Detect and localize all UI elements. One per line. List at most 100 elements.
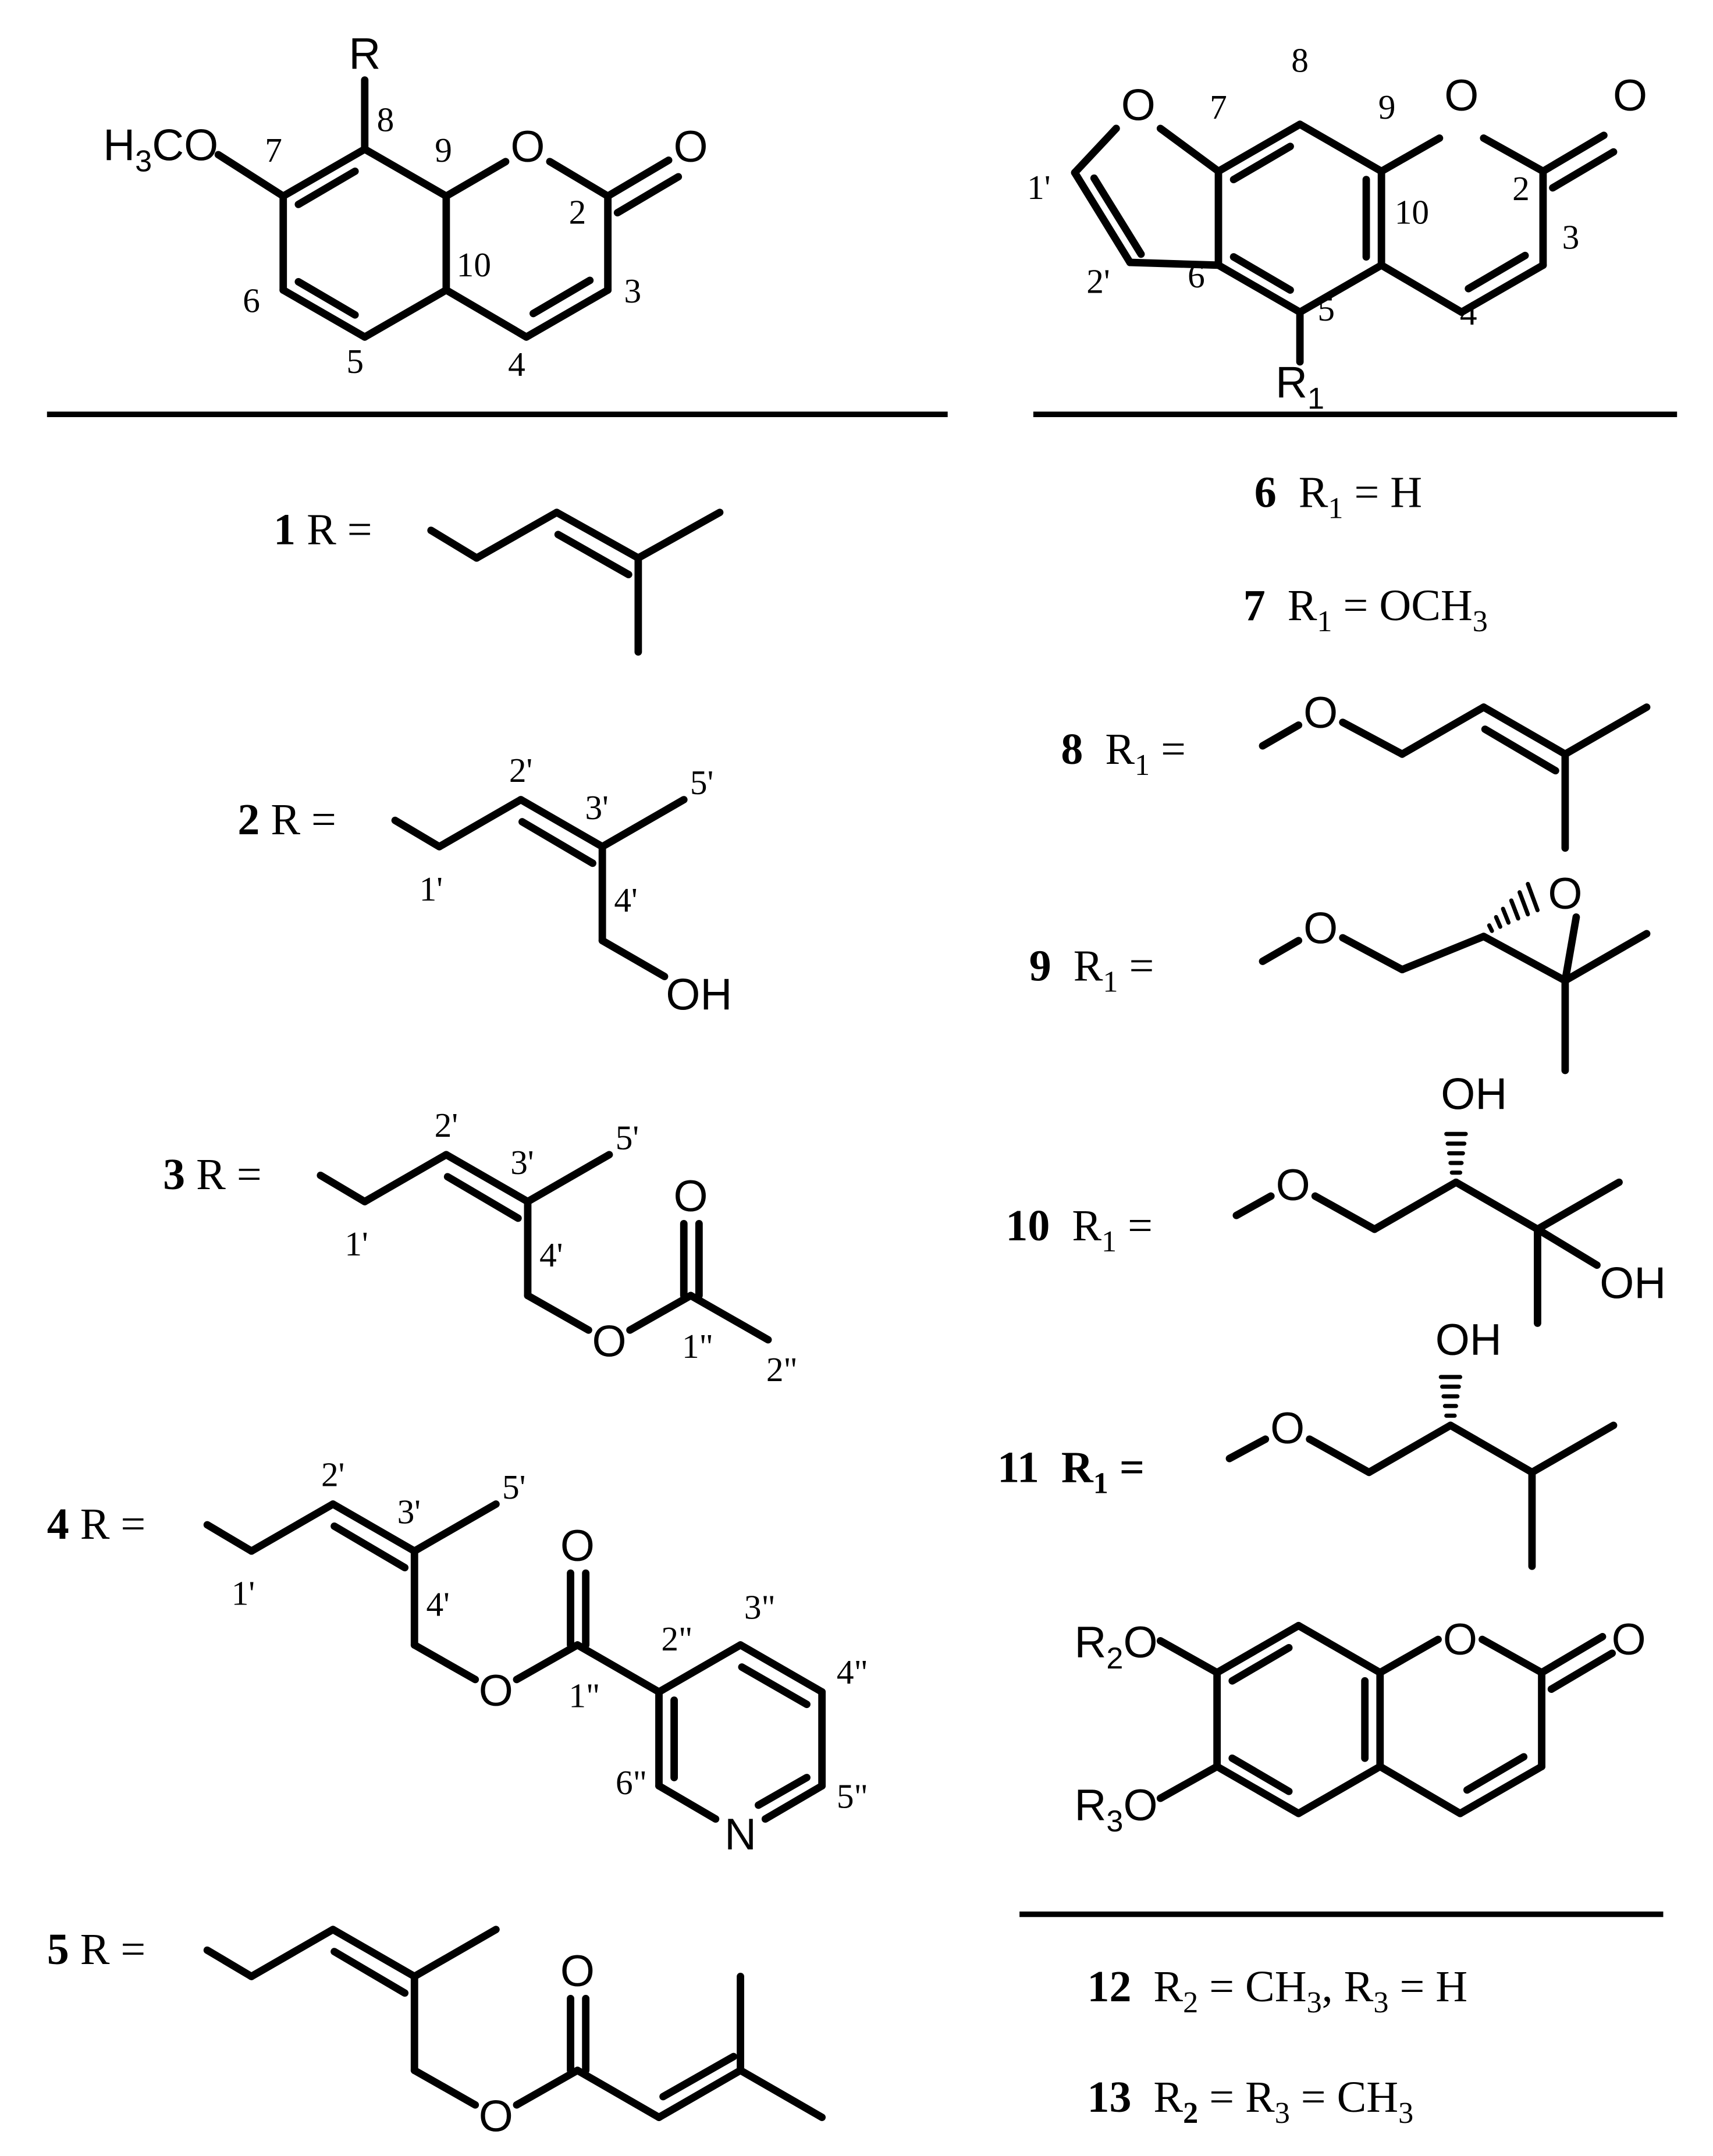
prenyloxy-chain: [1259, 703, 1651, 852]
carbonyl-oxygen-label: O: [1613, 71, 1647, 120]
carbonyl-oxygen-label: O: [674, 122, 708, 172]
locant: 2": [661, 1620, 692, 1658]
locant: 6: [243, 282, 260, 320]
hydroxy-isopentyl-chain: [1225, 1421, 1618, 1570]
locant: 3: [1562, 218, 1580, 256]
compound-label: 12 R2 = CH3, R3 = H: [1087, 1962, 1467, 2019]
locant: 2': [435, 1106, 458, 1144]
locant: 1': [344, 1225, 368, 1263]
epoxide-oxygen-label: O: [1548, 869, 1582, 919]
carbonyl-oxygen-label: O: [560, 1521, 595, 1571]
substituent-r-label: R: [349, 30, 381, 79]
scaffold-c-bonds: [1156, 1621, 1616, 1817]
hydroxyl-label: OH: [1441, 1069, 1507, 1119]
hydroxy-prenyl-chain: [391, 796, 688, 980]
locant: 5': [616, 1118, 639, 1157]
locant: 3: [624, 272, 642, 310]
carbonyl-oxygen-label: O: [1612, 1615, 1646, 1664]
locant: 2": [766, 1350, 798, 1389]
locant: 1': [1027, 168, 1050, 207]
locant: 7: [1210, 88, 1227, 126]
locant: 1': [420, 870, 443, 908]
locant: 2: [1512, 169, 1530, 208]
ether-oxygen-label: O: [1276, 1161, 1310, 1210]
locant: 2: [569, 193, 587, 232]
scaffold-a-coumarin: R H3CO O O 7 8 9 2 10 3 6 5 4: [103, 30, 708, 383]
locant: 4: [508, 345, 525, 383]
pyridine-ring: [655, 1641, 826, 1823]
locant: 2': [321, 1456, 344, 1494]
locant: 3': [585, 788, 608, 827]
compound-7: 7 R1 = OCH3: [1243, 581, 1488, 638]
methoxy-label: H3CO: [103, 120, 218, 178]
locant: 1': [232, 1574, 255, 1613]
locant: 5": [837, 1777, 868, 1816]
ring-oxygen-label: O: [510, 122, 545, 172]
hydroxyl-label: OH: [1435, 1315, 1502, 1365]
compound-1: 1 R =: [273, 505, 724, 656]
compound-label: 7 R1 = OCH3: [1243, 581, 1488, 638]
compound-10: 10 R1 = O OH OH: [1005, 1069, 1666, 1327]
ester-oxygen-label: O: [592, 1317, 626, 1366]
hydroxyl-label: OH: [666, 970, 732, 1019]
scaffold-b-locants: 8 7 9 2 1' 10 3 2' 6 5 4: [1027, 41, 1579, 332]
compound-12: 12 R2 = CH3, R3 = H: [1087, 1962, 1467, 2019]
compound-5: 5 R = O O: [47, 1925, 826, 2141]
scaffold-c-coumarin: R2O R3O O O: [1075, 1615, 1646, 1838]
compound-label: 10 R1 =: [1005, 1201, 1153, 1258]
locant: 4': [426, 1585, 449, 1624]
scaffold-a-bonds: [214, 76, 683, 341]
compound-label: 6 R1 = H: [1254, 468, 1422, 525]
diol-chain: [1232, 1178, 1623, 1327]
scaffold-b-bonds: [1071, 120, 1618, 366]
locant: 9: [1378, 88, 1396, 126]
ether-oxygen-label: O: [1303, 688, 1338, 738]
compound-label: 4 R =: [47, 1500, 146, 1549]
compound-6: 6 R1 = H: [1254, 468, 1422, 525]
locant: 6: [1188, 257, 1205, 295]
hashed-wedge-bond: [1487, 881, 1540, 933]
ring-oxygen-label: O: [1443, 1615, 1477, 1664]
locant: 7: [265, 131, 282, 169]
compound-label: 9 R1 =: [1029, 942, 1154, 999]
ester-oxygen-label: O: [479, 1666, 513, 1716]
acetoxy-prenyl-chain: [317, 1151, 772, 1344]
compound-label: 3 R =: [163, 1150, 261, 1199]
furan-oxygen-label: O: [1121, 81, 1156, 130]
carbonyl-oxygen-label: O: [674, 1172, 708, 1221]
locant: 2': [1086, 262, 1110, 300]
locant: 4': [539, 1236, 563, 1274]
locant: 4': [614, 881, 637, 919]
compound-13: 13 R2 = R3 = CH3: [1087, 2073, 1413, 2130]
r2o-label: R2O: [1075, 1618, 1158, 1675]
locant: 5: [1317, 290, 1335, 328]
locant: 3': [510, 1143, 534, 1182]
compound-label: 11 R1 =: [997, 1443, 1145, 1500]
prenyl-chain: [427, 508, 724, 656]
locant: 1": [682, 1327, 713, 1365]
hydroxyl-label: OH: [1600, 1259, 1666, 1308]
locant: 10: [457, 246, 491, 284]
compound-label: 13 R2 = R3 = CH3: [1087, 2073, 1413, 2130]
ester-oxygen-label: O: [479, 2091, 513, 2141]
locant: 5': [502, 1468, 525, 1506]
ether-oxygen-label: O: [1270, 1404, 1305, 1453]
locant: 3": [744, 1588, 776, 1626]
scaffold-a-locants: 7 8 9 2 10 3 6 5 4: [243, 101, 641, 383]
compound-label: 1 R =: [273, 505, 372, 554]
ether-oxygen-label: O: [1303, 904, 1338, 954]
hashed-wedge-bond: [1438, 1375, 1463, 1418]
compound-3: 3 R = O O 2' 3' 5' 1' 4' 1" 2": [163, 1106, 798, 1389]
compound-4: 4 R = O O N 2' 3' 5' 3" 1' 4' 2" 4" 1" 6…: [47, 1456, 868, 1859]
locant: 5': [690, 763, 713, 802]
r3o-label: R3O: [1075, 1781, 1158, 1838]
locant: 5: [346, 342, 364, 380]
compound-11: 11 R1 = O OH: [997, 1315, 1618, 1570]
compound-label: 8 R1 =: [1061, 725, 1186, 782]
nicotinoyloxy-prenyl-chain: [203, 1500, 663, 1696]
locant: 6": [616, 1763, 647, 1802]
hashed-wedge-bond: [1444, 1132, 1468, 1175]
substituent-r1-label: R1: [1275, 358, 1324, 416]
ring-oxygen-label: O: [1444, 71, 1479, 120]
